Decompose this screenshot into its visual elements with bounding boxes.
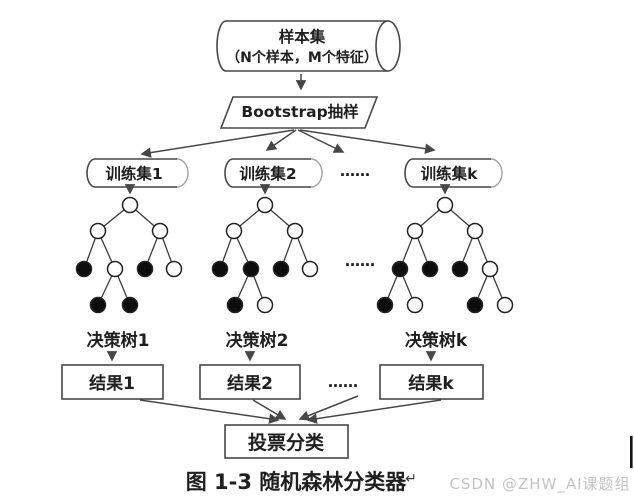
cylinder-end-ellipse [375, 20, 401, 72]
tree-node [106, 260, 124, 278]
tree-node [211, 260, 229, 278]
training-set-cylinder-2: 训练集2 [224, 158, 323, 188]
tree-node [466, 222, 484, 240]
csdn-watermark: CSDN @ZHW_AI课题组 [449, 475, 630, 494]
fan-arrow-4 [299, 129, 436, 154]
cylinder-body [404, 158, 491, 188]
sample-set-cylinder: 样本集 （N个样本，M个特征） [216, 20, 401, 72]
decision-tree-k [376, 196, 514, 314]
ellipsis-training-sets: …… [340, 162, 370, 180]
tree-node [481, 260, 499, 278]
vote-box-rect [224, 424, 349, 459]
decision-tree-2 [211, 196, 319, 314]
result-box-2: 结果2 [199, 364, 301, 400]
return-mark: ↵ [405, 471, 417, 487]
tree-node [436, 196, 454, 214]
tree-node [121, 296, 139, 314]
fan-arrow-3 [297, 129, 345, 153]
fan-arrow-1 [140, 129, 295, 158]
tree-node [421, 260, 439, 278]
bootstrap-label: Bootstrap抽样 [241, 102, 358, 121]
tree-node [406, 222, 424, 240]
tree-node [121, 196, 139, 214]
tree-node [406, 296, 424, 314]
vote-label: 投票分类 [248, 431, 324, 454]
parallelogram-shape [219, 96, 379, 129]
tree-node [165, 260, 183, 278]
cylinder-body [86, 158, 177, 188]
decision-tree-label-2: 决策树2 [226, 330, 289, 351]
fan-arrow-2 [265, 129, 297, 151]
tree-node [75, 260, 93, 278]
training-set-cylinder-k: 训练集k [404, 158, 503, 188]
tree-node [272, 260, 290, 278]
tree-node [242, 260, 260, 278]
text-caret [630, 436, 633, 468]
decision-tree-label-1: 决策树1 [87, 330, 150, 351]
training-set-label-2: 训练集2 [239, 164, 296, 183]
arrow-ellipsis-to-vote [298, 395, 359, 421]
arrow-resultk-to-vote [306, 399, 442, 424]
result-label-2: 结果2 [227, 373, 273, 394]
tree-node [376, 296, 394, 314]
tree-node [496, 296, 514, 314]
tree-node [226, 296, 244, 314]
decision-tree-label-k: 决策树k [405, 330, 468, 351]
result-label-1: 结果1 [89, 373, 135, 394]
arrow-result1-to-vote [139, 399, 280, 424]
ellipsis-results: …… [328, 373, 358, 391]
sample-set-title: 样本集 [279, 27, 326, 46]
ellipsis-trees: …… [345, 252, 375, 270]
tree-node [391, 260, 409, 278]
result-box-rect [379, 364, 484, 400]
tree-node [225, 222, 243, 240]
arrow-result2-to-vote [252, 399, 287, 420]
result-box-rect [61, 364, 164, 400]
bootstrap-parallelogram: Bootstrap抽样 [219, 96, 379, 129]
tree-node [256, 196, 274, 214]
tree-node [89, 296, 107, 314]
figure-caption: 图 1-3 随机森林分类器 [186, 470, 408, 494]
result-box-k: 结果k [379, 364, 484, 400]
tree-node [451, 260, 469, 278]
tree-node [466, 296, 484, 314]
result-box-rect [199, 364, 301, 400]
tree-node [136, 260, 154, 278]
vote-box: 投票分类 [224, 424, 349, 459]
training-set-label-k: 训练集k [421, 164, 479, 183]
decision-tree-1 [75, 196, 183, 314]
training-set-label-1: 训练集1 [105, 164, 162, 183]
result-label-k: 结果k [408, 373, 454, 394]
cylinder-body [224, 158, 311, 188]
tree-node [286, 222, 304, 240]
result-box-1: 结果1 [61, 364, 164, 400]
training-set-cylinder-1: 训练集1 [86, 158, 189, 188]
tree-node [256, 296, 274, 314]
tree-node [151, 222, 169, 240]
sample-set-subtitle: （N个样本，M个特征） [226, 49, 378, 66]
cylinder-body [216, 20, 388, 72]
tree-node [301, 260, 319, 278]
tree-node [89, 222, 107, 240]
